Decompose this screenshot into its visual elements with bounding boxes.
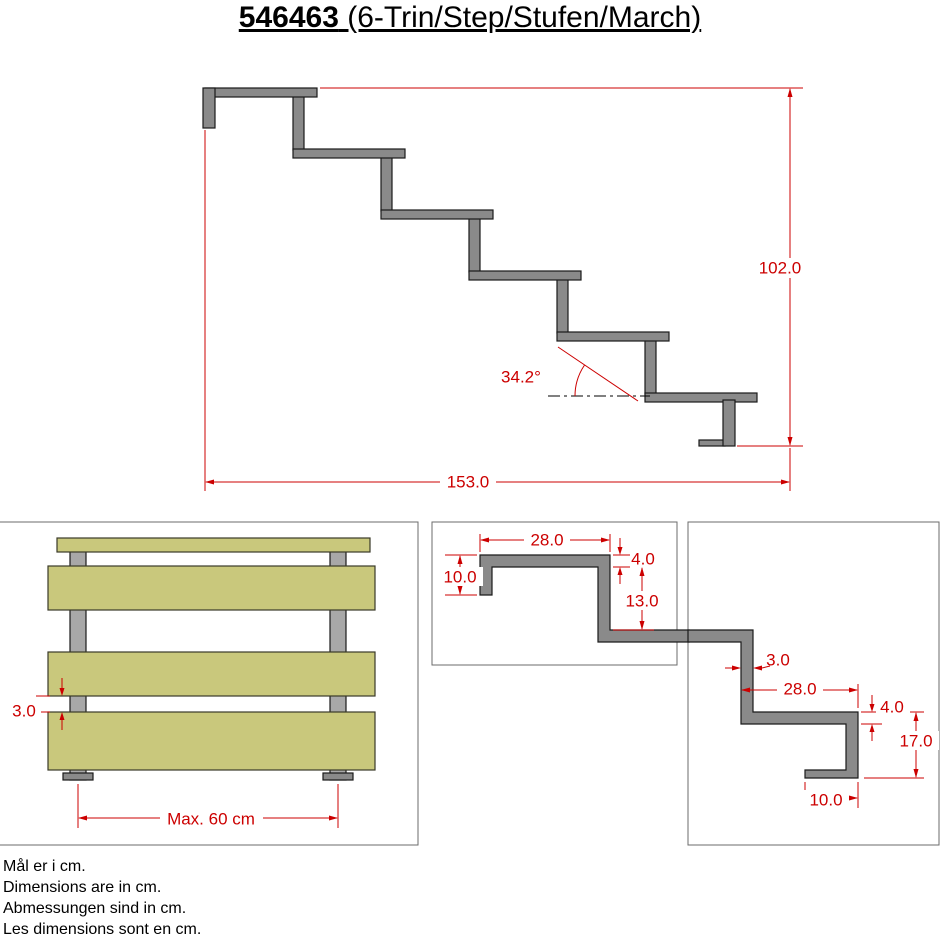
plate-thickness-dimension: 3.0 xyxy=(766,651,790,670)
arrowhead xyxy=(913,712,919,721)
wood-plank xyxy=(56,537,371,553)
arrowhead xyxy=(329,815,338,821)
arrowhead xyxy=(753,665,762,671)
plank-gap-dimension: 3.0 xyxy=(12,702,36,721)
tread-plate xyxy=(204,87,318,98)
tread-plate xyxy=(556,331,670,342)
slope-reference-line xyxy=(557,346,639,402)
label-backing xyxy=(619,591,665,610)
arrowhead xyxy=(78,815,87,821)
foot-cross-section xyxy=(687,629,859,779)
front-view xyxy=(36,537,376,828)
side-view xyxy=(202,87,803,491)
label-backing xyxy=(803,790,849,809)
note-danish: Mål er i cm. xyxy=(3,858,86,875)
riser-plate xyxy=(292,95,305,151)
arrowhead xyxy=(639,621,645,630)
arrowhead xyxy=(617,567,623,575)
foot-length-dimension: 10.0 xyxy=(809,791,842,810)
foot-tread-thickness-dimension: 4.0 xyxy=(880,698,904,717)
tread-plate xyxy=(380,209,494,220)
foot-detail xyxy=(687,629,924,808)
units-notes: Mål er i cm. Dimensions are in cm. Abmes… xyxy=(3,856,201,940)
max-span-dimension: Max. 60 cm xyxy=(167,810,255,829)
note-english: Dimensions are in cm. xyxy=(3,879,162,896)
dimension-labels: 102.0 153.0 34.2° 3.0 Max. 60 cm 28.0 4.… xyxy=(7,258,939,829)
riser-plate xyxy=(556,278,569,334)
total-run-dimension: 153.0 xyxy=(447,473,490,492)
arrowhead xyxy=(787,88,793,97)
top-hanger-bracket xyxy=(202,87,216,129)
title-suffix: (6-Trin/Step/Stufen/March) xyxy=(338,1,702,34)
arrowhead xyxy=(480,537,489,543)
arrowhead xyxy=(913,769,919,778)
bottom-leg xyxy=(722,399,736,447)
label-backing xyxy=(876,698,910,716)
label-backing xyxy=(752,258,808,278)
foot-tread-depth-dimension: 28.0 xyxy=(783,680,816,699)
riser-plate xyxy=(644,339,657,395)
riser-plate xyxy=(468,217,481,273)
arrowhead xyxy=(617,547,623,555)
tread-depth-dimension: 28.0 xyxy=(530,531,563,550)
arrowhead xyxy=(781,479,790,485)
step-detail-panel-border xyxy=(431,521,678,666)
post-foot xyxy=(322,772,354,781)
wood-plank xyxy=(47,651,376,697)
step-cross-section xyxy=(479,554,690,643)
step-height-dimension: 17.0 xyxy=(899,732,932,751)
product-number: 546463 xyxy=(238,1,339,34)
arrowhead xyxy=(741,687,750,693)
arrowhead xyxy=(205,479,214,485)
wood-plank xyxy=(47,565,376,611)
arrowhead xyxy=(869,704,875,712)
label-backing xyxy=(7,701,41,721)
arrowhead xyxy=(732,665,741,671)
angle-arc xyxy=(574,364,585,397)
tread-plate xyxy=(468,270,582,281)
tread-thickness-dimension: 4.0 xyxy=(631,550,655,569)
tread-plate xyxy=(644,392,758,403)
arrowhead xyxy=(869,724,875,732)
note-french: Les dimensions sont en cm. xyxy=(3,921,202,938)
label-backing xyxy=(893,731,939,750)
arrowhead xyxy=(849,795,858,801)
label-backing xyxy=(440,472,496,492)
arrowhead xyxy=(457,555,463,564)
arrowhead xyxy=(457,586,463,595)
note-german: Abmessungen sind in cm. xyxy=(3,900,187,917)
arrowhead xyxy=(849,687,858,693)
foot-detail-panel-border xyxy=(687,521,940,846)
label-backing xyxy=(777,679,823,698)
dimension-line xyxy=(761,665,771,669)
label-backing xyxy=(524,530,570,549)
tread-plate xyxy=(292,148,406,159)
riser-height-dimension: 13.0 xyxy=(625,592,658,611)
arrowhead xyxy=(601,537,610,543)
front-view-panel-border xyxy=(0,521,419,846)
wood-plank xyxy=(47,711,376,771)
arrowhead xyxy=(639,567,645,576)
total-height-dimension: 102.0 xyxy=(759,259,802,278)
riser-plate xyxy=(380,156,393,212)
foot-flange xyxy=(698,439,726,447)
label-backing xyxy=(437,567,483,586)
stair-angle-dimension: 34.2° xyxy=(501,368,541,387)
drawing-title: 546463 (6-Trin/Step/Stufen/March) xyxy=(0,1,940,35)
post-foot xyxy=(62,772,94,781)
label-backing xyxy=(160,809,263,829)
front-lip-dimension: 10.0 xyxy=(443,568,476,587)
arrowhead xyxy=(787,437,793,446)
arrowhead xyxy=(59,688,65,696)
arrowhead xyxy=(59,712,65,720)
